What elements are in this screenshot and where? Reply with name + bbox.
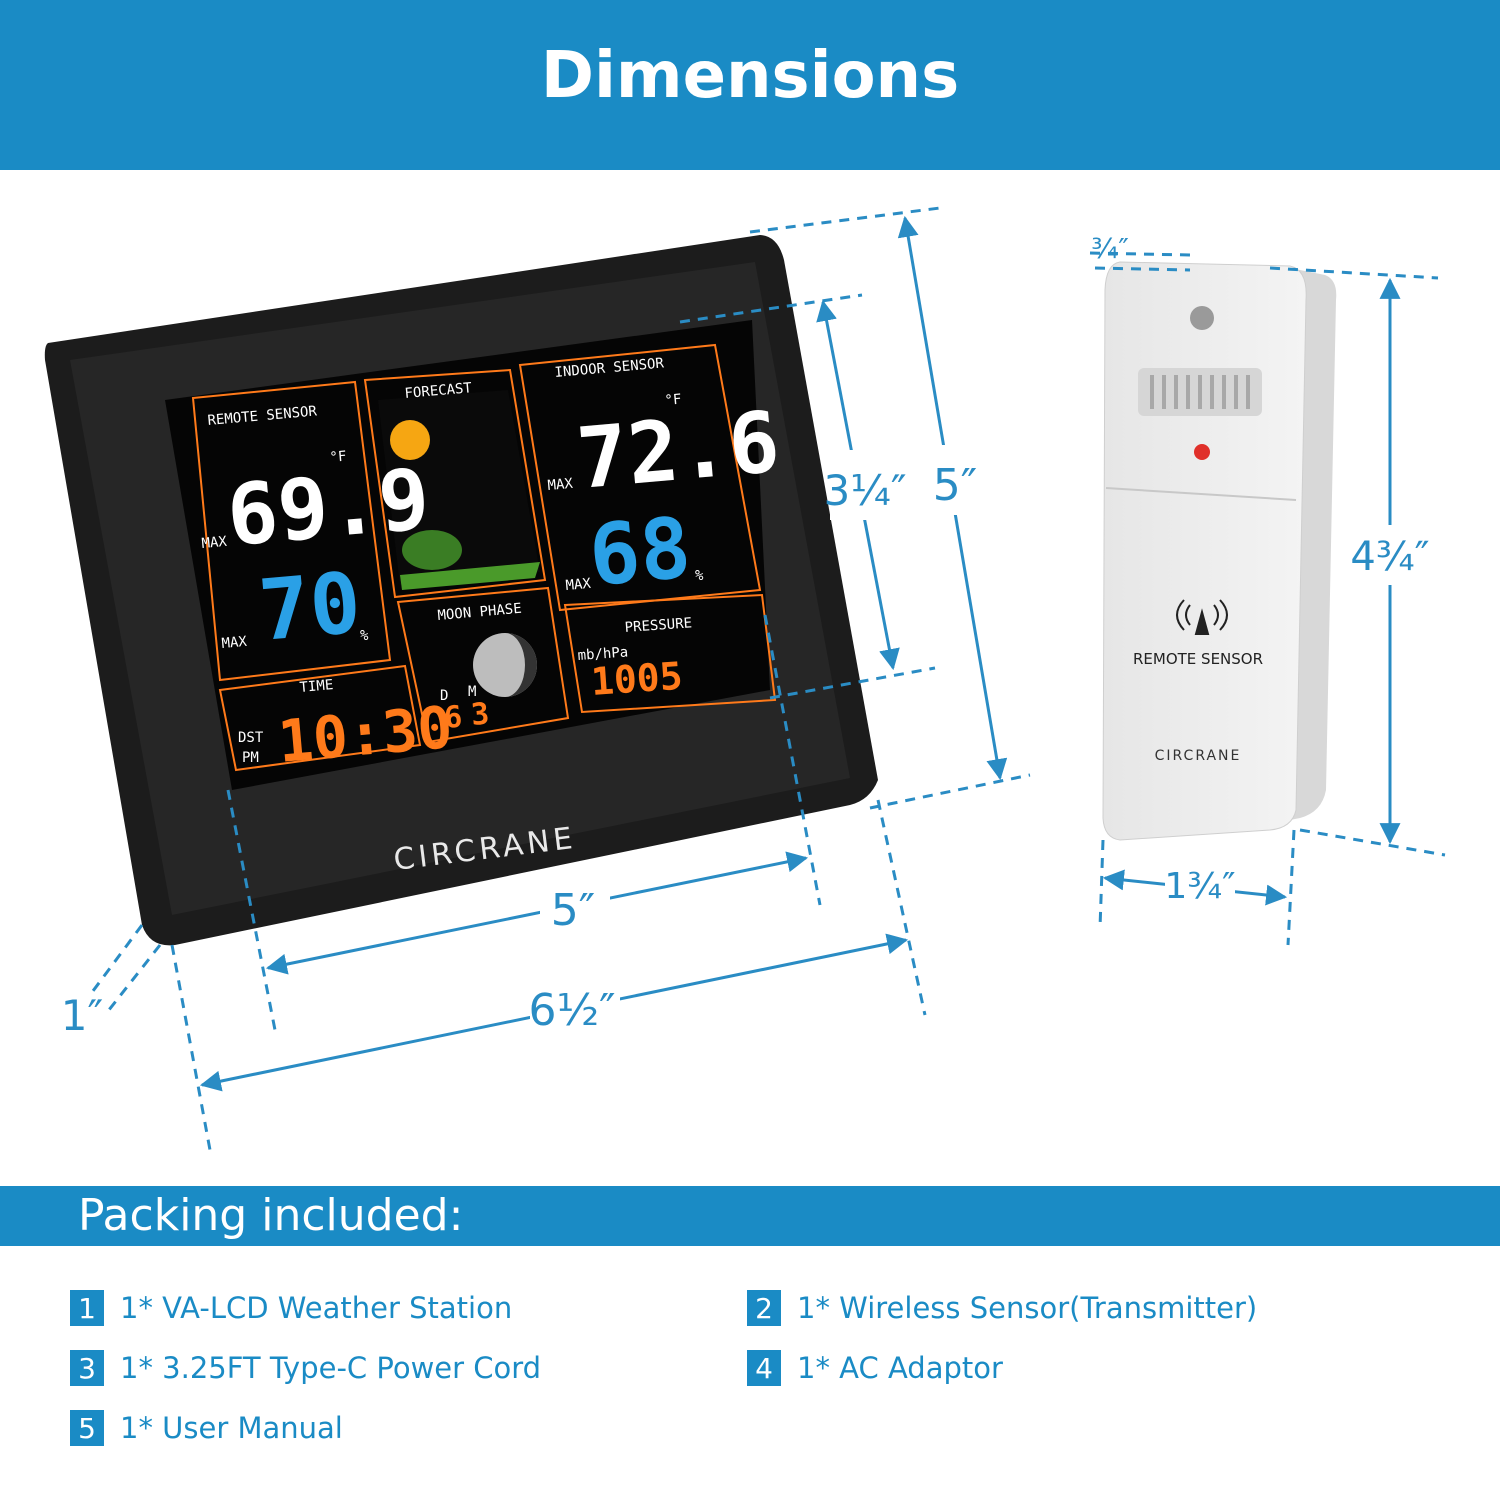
pressure-label: PRESSURE [624,615,692,636]
item-text: 1* User Manual [120,1411,343,1445]
moon-phase-label: MOON PHASE [437,601,522,624]
lcd-screen: REMOTE SENSOR FORECAST INDOOR SENSOR MOO… [191,343,783,776]
screen-height-label: 3¼″ [823,466,906,515]
packing-item-2: 2 1* Wireless Sensor(Transmitter) [747,1288,1257,1328]
item-number-badge: 2 [747,1290,781,1326]
moon-d-label: D [440,688,448,704]
remote-humidity-max-label: MAX [221,634,248,652]
item-number-badge: 4 [747,1350,781,1386]
item-text: 1* AC Adaptor [797,1351,1003,1385]
sensor-label: REMOTE SENSOR [1133,650,1263,668]
indoor-humidity: 68 [585,498,694,604]
sensor-height-label: 4¾″ [1350,534,1429,580]
station-depth-label: 1″ [61,991,103,1040]
indoor-percent: % [695,568,704,584]
pm-label: PM [242,750,259,766]
packing-item-1: 1 1* VA-LCD Weather Station [70,1288,512,1328]
dimension-drawing: REMOTE SENSOR FORECAST INDOOR SENSOR MOO… [44,206,1446,1151]
station-width-label: 5″ [551,885,595,936]
indoor-max-label: MAX [547,476,574,494]
sensor-brand-logo: CIRCRANE [1155,748,1242,764]
weather-station: REMOTE SENSOR FORECAST INDOOR SENSOR MOO… [44,235,879,946]
packing-banner: Packing included: [0,1186,1500,1246]
pressure-value: 1005 [590,654,684,704]
item-text: 1* Wireless Sensor(Transmitter) [797,1291,1258,1325]
product-illustration: REMOTE SENSOR FORECAST INDOOR SENSOR MOO… [0,170,1500,1180]
moon-month: 3 [470,697,491,733]
item-text: 1* 3.25FT Type-C Power Cord [120,1351,542,1385]
tree-icon [402,530,462,570]
remote-temperature: 69.9 [223,450,433,565]
moon-m-label: M [468,684,476,700]
station-total-width-label: 6½″ [528,985,615,1036]
item-number-badge: 3 [70,1350,104,1386]
moon-icon [473,633,537,697]
pressure-unit: mb/hPa [577,645,629,664]
item-text: 1* VA-LCD Weather Station [120,1291,513,1325]
sensor-width-label: 1¾″ [1164,866,1235,907]
remote-unit-f: °F [329,449,347,466]
indoor-temperature: 72.6 [573,393,783,508]
dst-label: DST [238,730,264,746]
remote-percent: % [360,628,369,644]
packing-item-5: 5 1* User Manual [70,1408,343,1448]
page-title: Dimensions [540,39,960,113]
forecast-label: FORECAST [404,380,473,402]
remote-sensor-device: REMOTE SENSOR CIRCRANE [1102,261,1337,841]
indoor-humidity-max-label: MAX [565,576,592,594]
sensor-depth-label: ¾″ [1091,232,1129,265]
time-value: 10:30 [275,693,455,776]
wireless-signal-icon [1176,599,1228,635]
packing-item-4: 4 1* AC Adaptor [747,1348,1003,1388]
remote-humidity: 70 [255,553,364,659]
time-label: TIME [299,677,334,696]
item-number-badge: 1 [70,1290,104,1326]
packing-title: Packing included: [78,1190,464,1241]
packing-item-3: 3 1* 3.25FT Type-C Power Cord [70,1348,541,1388]
item-number-badge: 5 [70,1410,104,1446]
indoor-unit-f: °F [664,392,682,409]
sun-icon [390,420,430,460]
header-banner: Dimensions [0,0,1500,170]
moon-day: 6 [443,700,464,736]
status-led-icon [1194,444,1210,460]
remote-max-label: MAX [201,534,228,552]
station-height-label: 5″ [933,460,977,511]
